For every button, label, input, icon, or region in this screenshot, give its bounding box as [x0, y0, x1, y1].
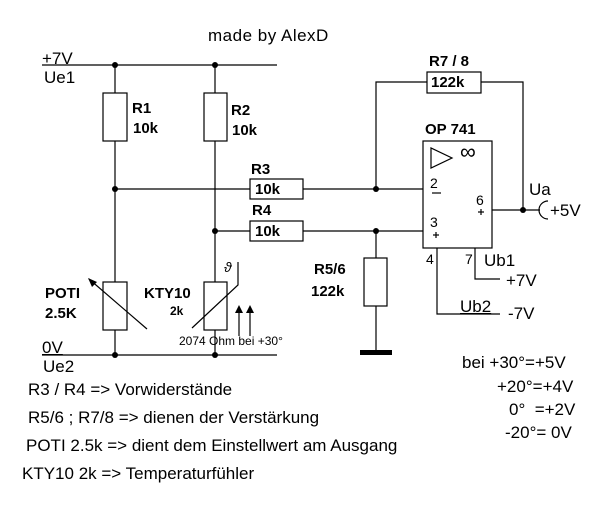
- note-r3-r4: R3 / R4 => Vorwiderstände: [28, 380, 233, 399]
- r2-value: 10k: [232, 122, 258, 139]
- kty-diagonal: [191, 262, 239, 329]
- note-kty: KTY10 2k => Temperaturfühler: [22, 464, 255, 483]
- top-voltage-label: +7V: [42, 49, 73, 68]
- node: [112, 352, 118, 358]
- r78-value: 122k: [431, 74, 465, 91]
- top-rail-name: Ue1: [44, 68, 76, 87]
- r3-value: 10k: [255, 181, 281, 198]
- output-value: +5V: [550, 201, 581, 220]
- pin7-wire: [474, 248, 500, 280]
- pin-2-label: 2: [430, 175, 438, 191]
- r3-name: R3: [251, 161, 271, 178]
- poti-arrow: [88, 278, 148, 330]
- kty-value: 2k: [170, 304, 184, 318]
- kty-note: 2074 Ohm bei +30°: [179, 334, 283, 348]
- r56-value: 122k: [311, 283, 345, 300]
- table-row: bei +30°=+5V: [462, 353, 566, 372]
- pin-3-label: 3: [430, 214, 438, 230]
- ground-symbol: [360, 350, 392, 355]
- ub2-name: Ub2: [460, 297, 492, 316]
- node: [373, 186, 379, 192]
- output-terminal: [538, 200, 549, 220]
- r2-name: R2: [231, 102, 251, 119]
- bottom-rail-name: Ue2: [43, 357, 75, 376]
- poti-value: 2.5K: [45, 305, 77, 322]
- kty-name: KTY10: [144, 285, 191, 302]
- opamp-triangle: [430, 147, 454, 169]
- output-name: Ua: [529, 180, 551, 199]
- node: [212, 62, 218, 68]
- ub1-name: Ub1: [484, 251, 516, 270]
- pin-7-label: 7: [465, 251, 473, 267]
- bottom-voltage-label: 0V: [42, 338, 63, 357]
- r1-value: 10k: [133, 120, 159, 137]
- r1-body: [102, 92, 128, 142]
- pin4-wire: [436, 248, 500, 315]
- table-row: 0° =+2V: [509, 400, 576, 419]
- node: [520, 207, 526, 213]
- note-r56-r78: R5/6 ; R7/8 => dienen der Verstärkung: [28, 408, 320, 427]
- ub1-value: +7V: [506, 271, 537, 290]
- node: [112, 62, 118, 68]
- feedback-wire: [375, 81, 427, 189]
- node: [112, 186, 118, 192]
- r56-name: R5/6: [314, 261, 346, 278]
- node: [212, 352, 218, 358]
- ub2-value: -7V: [508, 304, 535, 323]
- pin-4-label: 4: [426, 251, 434, 267]
- note-poti: POTI 2.5k => dient dem Einstellwert am A…: [26, 436, 398, 455]
- table-row: +20°=+4V: [497, 377, 574, 396]
- infinity-icon: ∞: [460, 139, 476, 164]
- r2-body: [203, 92, 228, 142]
- opamp-name: OP 741: [425, 121, 476, 138]
- node: [373, 228, 379, 234]
- node: [212, 228, 218, 234]
- r78-name: R7 / 8: [429, 53, 470, 70]
- r1-name: R1: [132, 100, 152, 117]
- table-row: -20°= 0V: [505, 423, 572, 442]
- r4-value: 10k: [255, 223, 281, 240]
- r56-body: [363, 257, 388, 307]
- theta-icon: ϑ: [224, 259, 232, 275]
- pin-6-label: 6: [476, 192, 484, 208]
- r4-name: R4: [252, 202, 272, 219]
- poti-body: [102, 281, 128, 331]
- title: made by AlexD: [208, 26, 329, 45]
- poti-name: POTI: [45, 285, 81, 302]
